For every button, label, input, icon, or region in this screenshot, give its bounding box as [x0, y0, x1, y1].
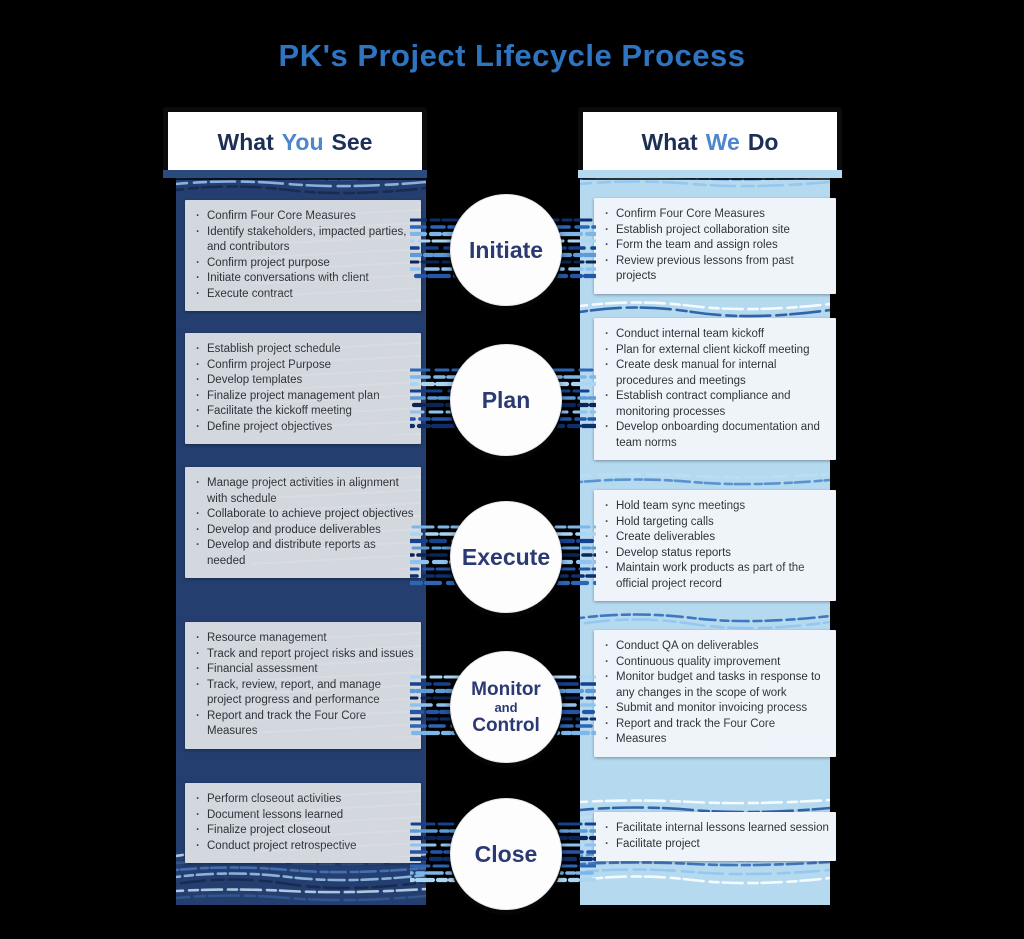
phase-label: Initiate [468, 236, 544, 263]
bullet-item: Initiate conversations with client [193, 271, 415, 287]
bullet-item: Report and track the Four Core [602, 717, 830, 733]
bullet-item: Establish project schedule [193, 342, 415, 358]
note-execute-client: Manage project activities in alignment w… [185, 467, 421, 578]
phase-label: Plan [481, 386, 531, 413]
bullet-list: Establish project scheduleConfirm projec… [193, 342, 415, 435]
bullet-item: Develop onboarding documentation and tea… [602, 420, 830, 451]
phase-label-line1: Monitor [471, 678, 541, 700]
bullet-list: Hold team sync meetingsHold targeting ca… [602, 499, 830, 592]
phase-label: Execute [461, 543, 551, 570]
header-word-accent: We [705, 129, 740, 155]
bullet-item: Confirm Four Core Measures [193, 209, 415, 225]
bullet-item: Define project objectives [193, 420, 415, 436]
phase-circle-monitor-and-control: Monitor and Control [450, 651, 562, 763]
bullet-list: Confirm Four Core MeasuresEstablish proj… [602, 207, 830, 285]
note-plan-client: Establish project scheduleConfirm projec… [185, 333, 421, 444]
note-execute-team: Hold team sync meetingsHold targeting ca… [594, 490, 836, 601]
bullet-item: Track, review, report, and manage projec… [193, 678, 415, 709]
bullet-item: Develop and distribute reports as needed [193, 538, 415, 569]
phase-circle-initiate: Initiate [450, 194, 562, 306]
bullet-item: Conduct internal team kickoff [602, 327, 830, 343]
bullet-item: Confirm project Purpose [193, 358, 415, 374]
bullet-item: Plan for external client kickoff meeting [602, 343, 830, 359]
bullet-item: Continuous quality improvement [602, 655, 830, 671]
header-word-pre: What [641, 129, 698, 155]
phase-circle-execute: Execute [450, 501, 562, 613]
note-initiate-client: Confirm Four Core MeasuresIdentify stake… [185, 200, 421, 311]
client-column: Confirm Four Core MeasuresIdentify stake… [176, 172, 426, 905]
bullet-item: Document lessons learned [193, 808, 415, 824]
bullet-item: Develop and produce deliverables [193, 523, 415, 539]
bullet-item: Conduct QA on deliverables [602, 639, 830, 655]
note-monitor-client: Resource managementTrack and report proj… [185, 622, 421, 749]
bullet-item: Confirm Four Core Measures [602, 207, 830, 223]
bullet-item: Finalize project management plan [193, 389, 415, 405]
header-what-we-do: What We Do [578, 107, 842, 178]
bullet-item: Execute contract [193, 287, 415, 303]
bullet-item: Facilitate the kickoff meeting [193, 404, 415, 420]
phase-label-line3: Control [472, 714, 540, 736]
bullet-list: Facilitate internal lessons learned sess… [602, 821, 830, 852]
note-close-team: Facilitate internal lessons learned sess… [594, 812, 836, 861]
bullet-item: Develop templates [193, 373, 415, 389]
team-column: Confirm Four Core MeasuresEstablish proj… [580, 172, 836, 905]
header-word-post: Do [747, 129, 779, 155]
bullet-item: Review previous lessons from past projec… [602, 254, 830, 285]
phase-label-line2: and [494, 699, 518, 715]
note-plan-team: Conduct internal team kickoffPlan for ex… [594, 318, 836, 460]
phase-label: Close [474, 840, 538, 867]
bullet-item: Monitor budget and tasks in response to … [602, 670, 830, 701]
phase-circle-close: Close [450, 798, 562, 910]
bullet-list: Confirm Four Core MeasuresIdentify stake… [193, 209, 415, 302]
note-initiate-team: Confirm Four Core MeasuresEstablish proj… [594, 198, 836, 294]
header-what-you-see: What You See [163, 107, 427, 178]
bullet-item: Resource management [193, 631, 415, 647]
header-word-post: See [331, 129, 373, 155]
bullet-item: Manage project activities in alignment w… [193, 476, 415, 507]
bullet-item: Measures [602, 732, 830, 748]
phase-circle-plan: Plan [450, 344, 562, 456]
note-monitor-team: Conduct QA on deliverablesContinuous qua… [594, 630, 836, 757]
header-word-accent: You [281, 129, 324, 155]
bullet-list: Conduct QA on deliverablesContinuous qua… [602, 639, 830, 748]
bullet-list: Perform closeout activitiesDocument less… [193, 792, 415, 854]
bullet-item: Conduct project retrospective [193, 839, 415, 855]
bullet-list: Manage project activities in alignment w… [193, 476, 415, 569]
bullet-item: Finalize project closeout [193, 823, 415, 839]
bullet-item: Facilitate project [602, 837, 830, 853]
bullet-item: Perform closeout activities [193, 792, 415, 808]
bullet-item: Track and report project risks and issue… [193, 647, 415, 663]
bullet-item: Confirm project purpose [193, 256, 415, 272]
bullet-item: Financial assessment [193, 662, 415, 678]
bullet-item: Create deliverables [602, 530, 830, 546]
note-close-client: Perform closeout activitiesDocument less… [185, 783, 421, 863]
bullet-item: Report and track the Four Core Measures [193, 709, 415, 740]
bullet-item: Identify stakeholders, impacted parties,… [193, 225, 415, 256]
bullet-item: Establish project collaboration site [602, 223, 830, 239]
bullet-list: Conduct internal team kickoffPlan for ex… [602, 327, 830, 451]
bullet-item: Submit and monitor invoicing process [602, 701, 830, 717]
bullet-item: Hold targeting calls [602, 515, 830, 531]
bullet-item: Hold team sync meetings [602, 499, 830, 515]
bullet-list: Resource managementTrack and report proj… [193, 631, 415, 740]
bullet-item: Create desk manual for internal procedur… [602, 358, 830, 389]
page-title: PK's Project Lifecycle Process [278, 38, 746, 73]
bullet-item: Form the team and assign roles [602, 238, 830, 254]
bullet-item: Facilitate internal lessons learned sess… [602, 821, 830, 837]
bullet-item: Maintain work products as part of the of… [602, 561, 830, 592]
bullet-item: Collaborate to achieve project objective… [193, 507, 415, 523]
bullet-item: Develop status reports [602, 546, 830, 562]
header-word-pre: What [217, 129, 274, 155]
bullet-item: Establish contract compliance and monito… [602, 389, 830, 420]
